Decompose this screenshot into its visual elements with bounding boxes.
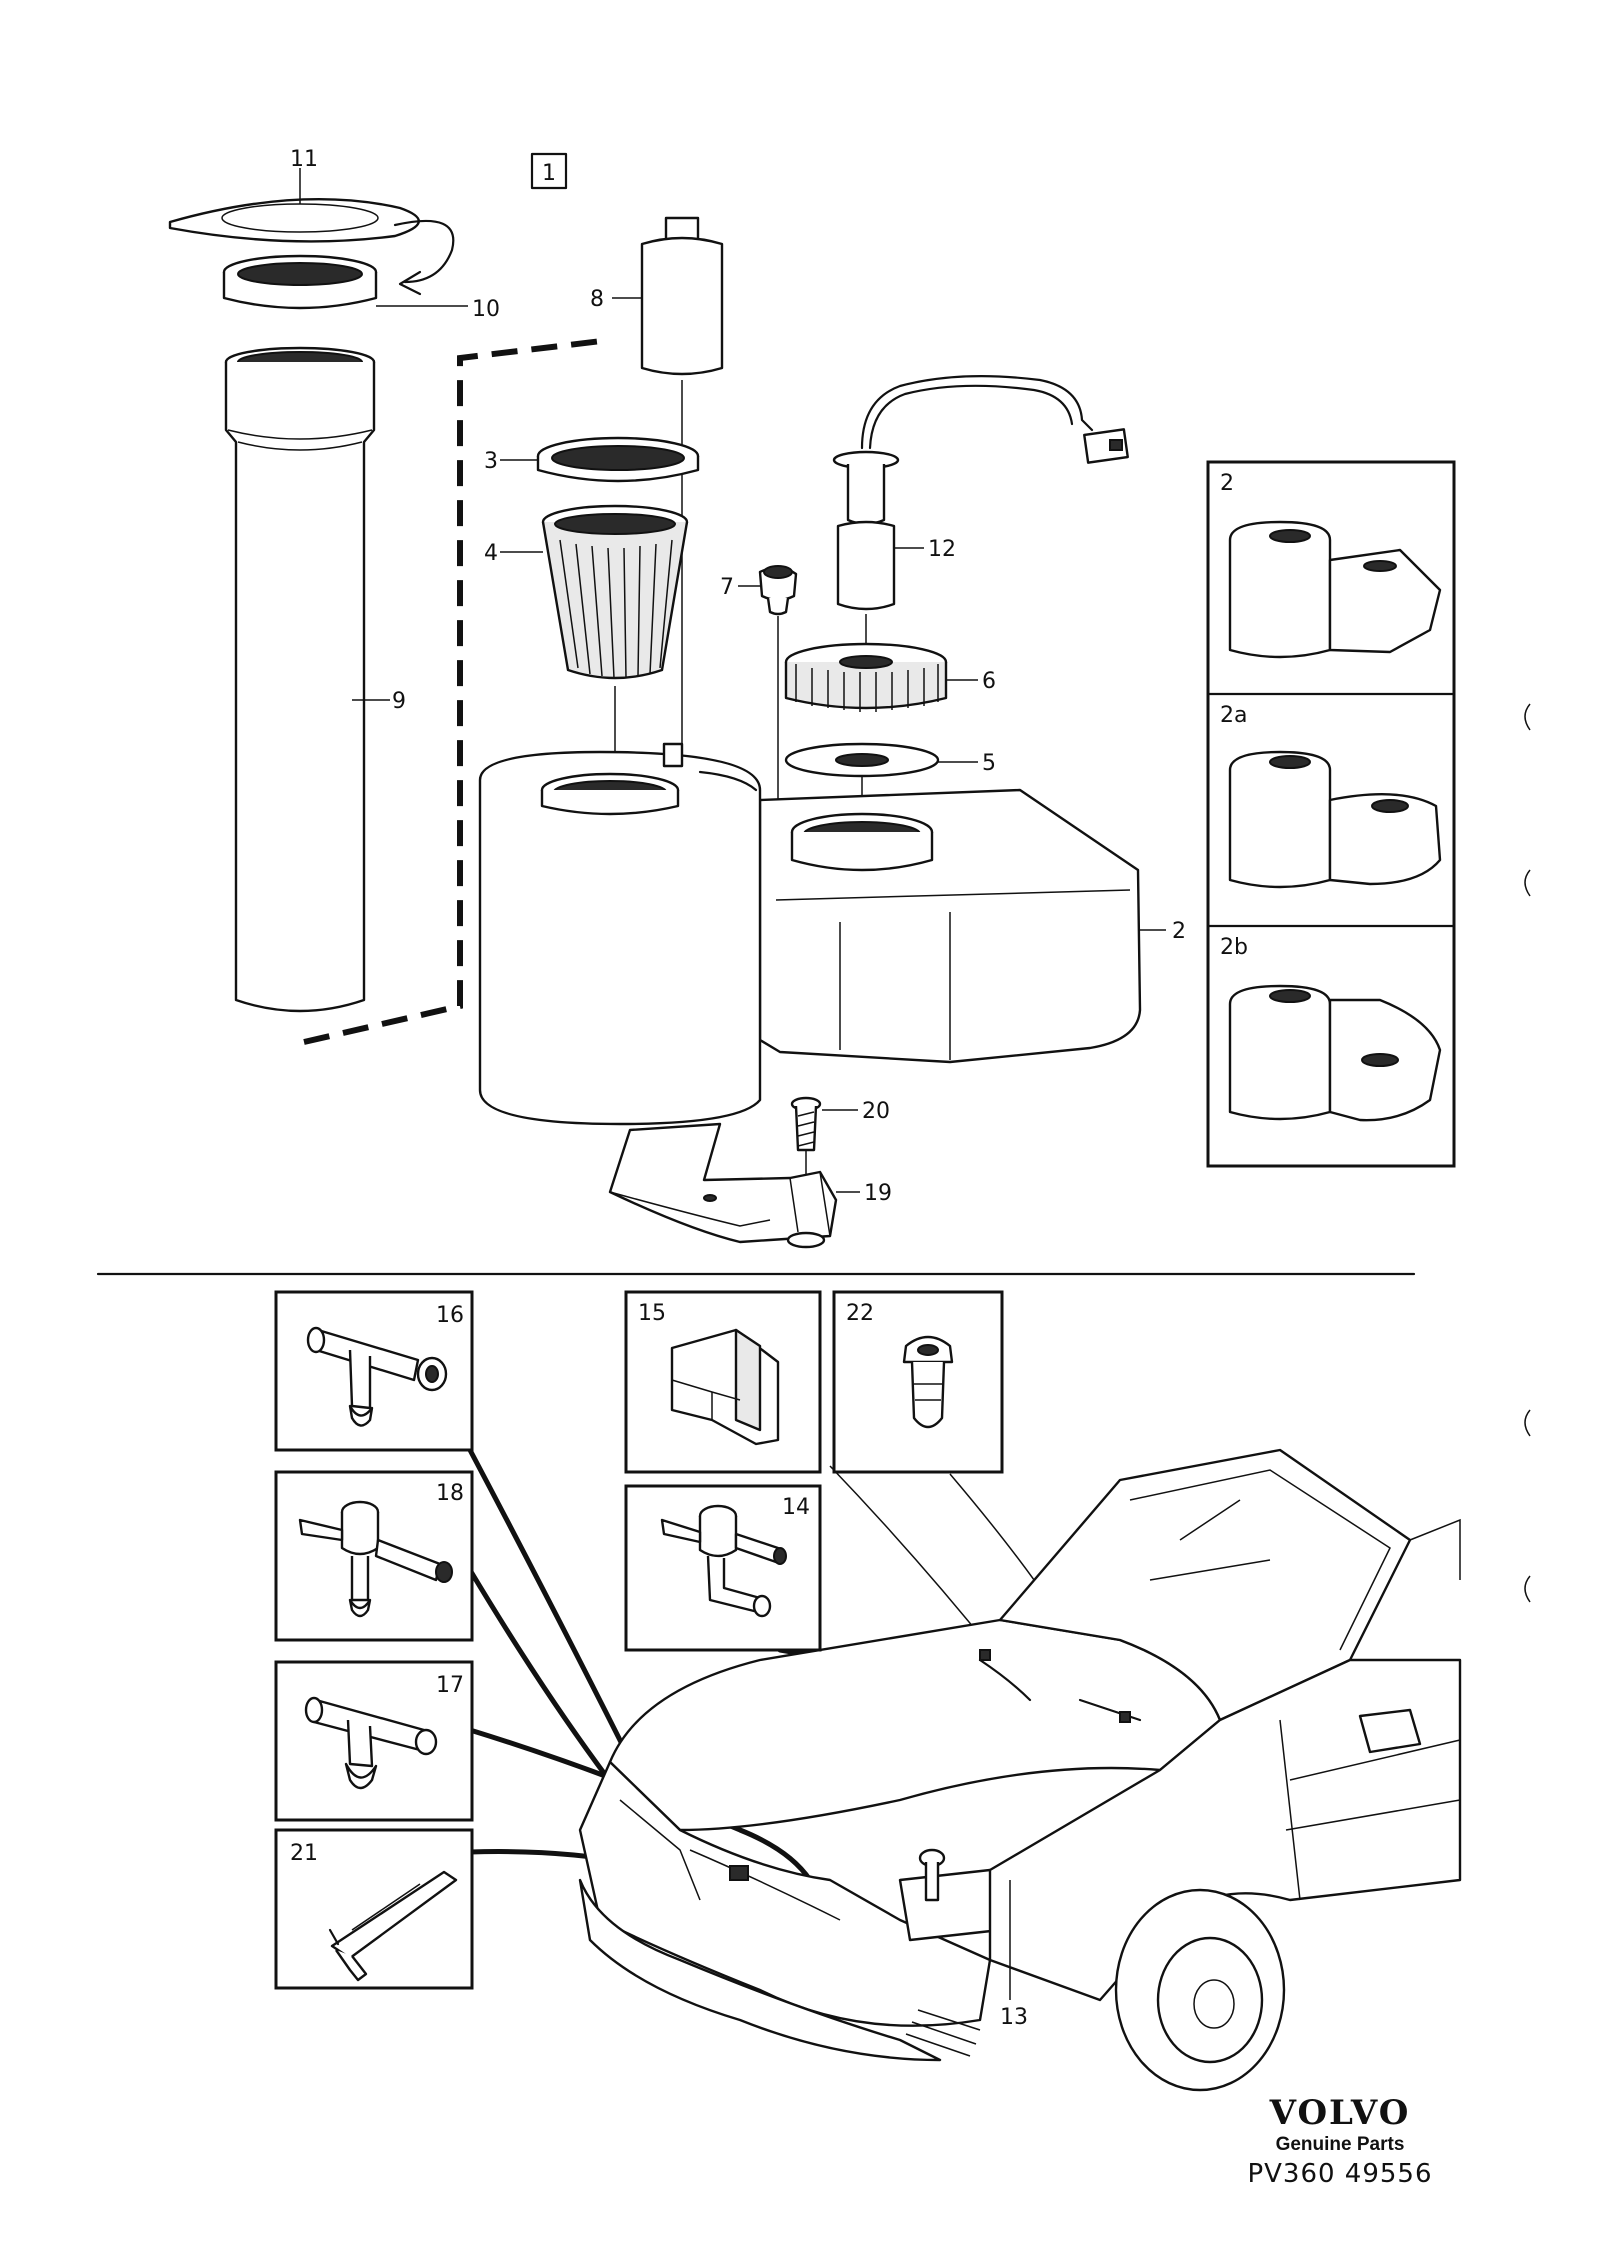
callout-7: 7 xyxy=(720,575,734,600)
callout-10: 10 xyxy=(472,297,500,322)
variant-panel: 2 2a 2b xyxy=(1206,460,1456,1168)
variant-2-label: 2 xyxy=(1220,471,1234,496)
detail-box-16: 16 xyxy=(274,1290,474,1452)
part-12-level-sensor xyxy=(832,375,1129,660)
part-3-strainer-ring xyxy=(500,436,700,483)
variant-2b-label: 2b xyxy=(1220,935,1248,960)
part-11-filler-cap xyxy=(168,168,455,296)
part-8-pump xyxy=(612,216,724,760)
variant-2: 2 xyxy=(1220,471,1442,659)
detail-box-14: 14 xyxy=(624,1484,822,1652)
variant-2a: 2a xyxy=(1220,703,1442,889)
detail-box-17-label: 17 xyxy=(436,1673,464,1698)
detail-box-16-label: 16 xyxy=(436,1303,464,1328)
callout-12: 12 xyxy=(928,537,956,562)
brand-name: VOLVO xyxy=(1269,2093,1411,2133)
callout-11: 11 xyxy=(290,147,318,172)
detail-box-21-label: 21 xyxy=(290,1841,318,1866)
margin-marks xyxy=(1524,703,1531,1603)
detail-box-18: 18 xyxy=(274,1470,474,1642)
brand-block: VOLVO Genuine Parts PV360 49556 xyxy=(1247,2093,1432,2189)
detail-box-15: 15 xyxy=(624,1290,822,1474)
callout-13: 13 xyxy=(1000,2005,1028,2030)
callout-3: 3 xyxy=(484,449,498,474)
part-19-bracket xyxy=(608,1122,860,1249)
callout-8: 8 xyxy=(590,287,604,312)
part-10-filler-ring xyxy=(222,254,468,310)
brand-tagline: Genuine Parts xyxy=(1276,2134,1405,2155)
callout-20: 20 xyxy=(862,1099,890,1124)
callout-2: 2 xyxy=(1172,919,1186,944)
part-9-filler-tube xyxy=(224,346,390,1013)
part-6-tank-cap xyxy=(784,642,978,712)
variant-2a-label: 2a xyxy=(1220,703,1247,728)
part-5-washer xyxy=(784,742,978,816)
diagram-reference-number: 1 xyxy=(542,161,556,186)
detail-box-22-label: 22 xyxy=(846,1301,874,1326)
callout-4: 4 xyxy=(484,541,498,566)
detail-box-14-label: 14 xyxy=(782,1495,810,1520)
variant-2b: 2b xyxy=(1220,935,1442,1122)
callout-5: 5 xyxy=(982,751,996,776)
callout-labels: 11 10 9 8 3 4 7 12 6 5 2 20 19 xyxy=(290,147,1186,1206)
diagram-code: PV360 49556 xyxy=(1247,2159,1432,2189)
car-illustration xyxy=(578,1448,1462,2092)
part-4-strainer-basket xyxy=(500,504,689,792)
detail-box-18-label: 18 xyxy=(436,1481,464,1506)
callout-9: 9 xyxy=(392,689,406,714)
detail-box-15-label: 15 xyxy=(638,1301,666,1326)
detail-box-21: 21 xyxy=(274,1828,474,1990)
part-2-reservoir xyxy=(478,742,1166,1126)
detail-box-17: 17 xyxy=(274,1660,474,1822)
callout-19: 19 xyxy=(864,1181,892,1206)
callout-6: 6 xyxy=(982,669,996,694)
assembly-dash-line xyxy=(303,337,611,1045)
detail-box-22: 22 xyxy=(832,1290,1004,1474)
diagram-reference: 1 xyxy=(530,152,568,190)
